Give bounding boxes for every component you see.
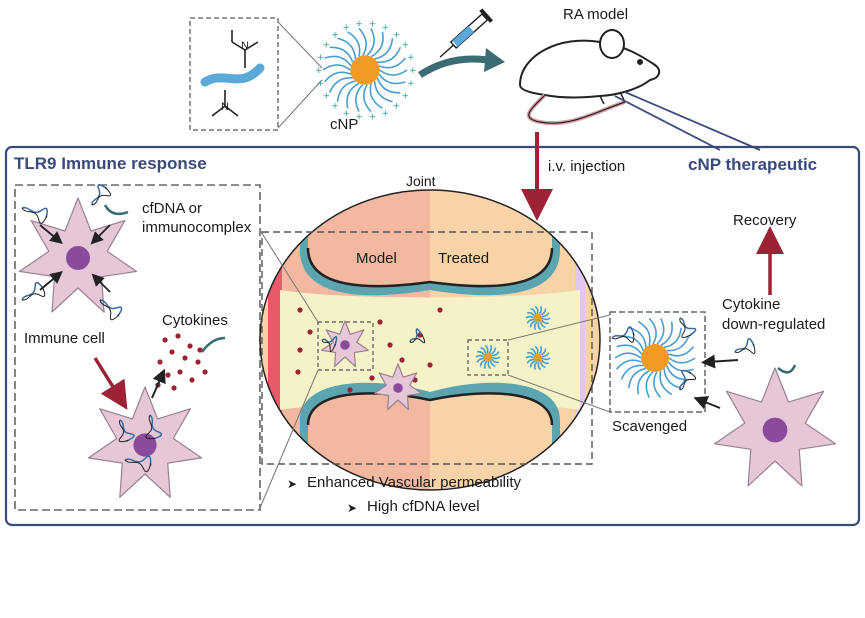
svg-text:+: + — [407, 53, 415, 63]
zoom-box-left — [317, 321, 374, 371]
mouse-icon — [518, 29, 661, 126]
immune-cell-label: Immune cell — [24, 330, 105, 347]
teal-curved-arrow — [418, 55, 489, 78]
cytokine-release-arrow — [151, 368, 166, 399]
cytokine-label-line2: down-regulated — [722, 316, 826, 333]
svg-text:+: + — [331, 102, 339, 112]
svg-text:+: + — [382, 23, 390, 33]
cytokine-curve-arrow — [200, 336, 226, 353]
iv-injection-label: i.v. injection — [548, 158, 626, 175]
immune-cell-icon — [714, 367, 836, 487]
dna-curve-arrow — [777, 364, 797, 374]
dna-icon — [409, 328, 426, 344]
svg-text:N: N — [241, 40, 249, 52]
cfdna-label-line2: immunocomplex — [142, 219, 252, 236]
joint-dashed-box — [261, 231, 593, 465]
svg-text:+: + — [315, 66, 323, 76]
svg-text:+: + — [342, 23, 350, 33]
bullet-marker: ➤ — [347, 501, 357, 515]
scavenged-label: Scavenged — [612, 418, 688, 435]
svg-text:+: + — [409, 66, 417, 76]
svg-text:+: + — [342, 109, 350, 119]
cytokine-label-line1: Cytokine — [722, 296, 781, 313]
cytokines-label: Cytokines — [162, 312, 228, 329]
svg-text:+: + — [322, 41, 330, 51]
treated-label: Treated — [438, 250, 490, 267]
cfdna-curve-arrow — [103, 204, 129, 216]
svg-text:+: + — [393, 102, 401, 112]
zoom-box-right — [467, 339, 509, 376]
right-panel-title: cNP therapeutic — [688, 155, 818, 174]
svg-text:N: N — [221, 101, 229, 113]
svg-text:+: + — [317, 53, 325, 63]
bullet-marker: ➤ — [287, 477, 297, 491]
dna-icon — [118, 419, 135, 443]
dna-icon — [124, 455, 152, 473]
cfdna-label-line1: cfDNA or — [142, 200, 203, 217]
left-panel-title: TLR9 Immune response — [14, 154, 207, 173]
syringe-icon — [439, 8, 494, 58]
cytokine-particles — [155, 333, 208, 391]
svg-text:+: + — [355, 19, 363, 29]
model-label: Model — [356, 250, 397, 267]
recovery-label: Recovery — [733, 212, 797, 229]
cell-to-np-arrow — [693, 396, 721, 410]
joint-title: Joint — [406, 173, 436, 189]
immune-cell-icon — [87, 386, 203, 498]
bullet-cfdna-level: High cfDNA level — [367, 498, 480, 515]
cationic-nanoparticle-icon — [611, 317, 756, 399]
ra-model-label: RA model — [563, 6, 629, 23]
zoom-line — [277, 21, 323, 69]
svg-text:+: + — [331, 30, 339, 40]
activation-arrow — [93, 357, 128, 410]
left-dashed-box — [14, 184, 261, 511]
dna-icon — [611, 326, 635, 343]
link-line — [624, 91, 761, 151]
svg-text:+: + — [402, 91, 410, 101]
cnp-label: cNP — [330, 116, 359, 133]
dna-icon — [21, 281, 46, 301]
svg-text:+: + — [322, 91, 330, 101]
dna-icon — [321, 336, 338, 353]
svg-text:+: + — [393, 30, 401, 40]
bullet-vascular-permeability: Enhanced Vascular permeability — [307, 474, 522, 491]
dna-icon — [91, 184, 112, 206]
dna-icon — [734, 337, 756, 354]
cell-to-np-arrow — [701, 354, 739, 369]
zoom-line — [277, 79, 323, 129]
tertiary-amine-polymer-icon: N N — [189, 17, 279, 131]
svg-text:+: + — [382, 109, 390, 119]
svg-text:+: + — [369, 113, 377, 123]
svg-text:+: + — [355, 113, 363, 123]
cationic-nanoparticle-icon: ++++++++++++++++++++++ — [315, 19, 417, 122]
svg-text:+: + — [407, 79, 415, 89]
joint-illustration — [260, 190, 600, 490]
svg-text:+: + — [317, 79, 325, 89]
svg-text:+: + — [402, 41, 410, 51]
dna-icon — [21, 206, 48, 224]
immune-cell-icon — [18, 184, 138, 321]
svg-text:+: + — [369, 19, 377, 29]
dna-icon — [679, 369, 697, 391]
dna-icon — [145, 414, 163, 440]
joint-outline — [259, 189, 601, 491]
dna-icon — [679, 317, 697, 339]
main-panel-border — [4, 145, 861, 527]
link-line — [614, 95, 721, 151]
dna-icon — [99, 299, 123, 321]
